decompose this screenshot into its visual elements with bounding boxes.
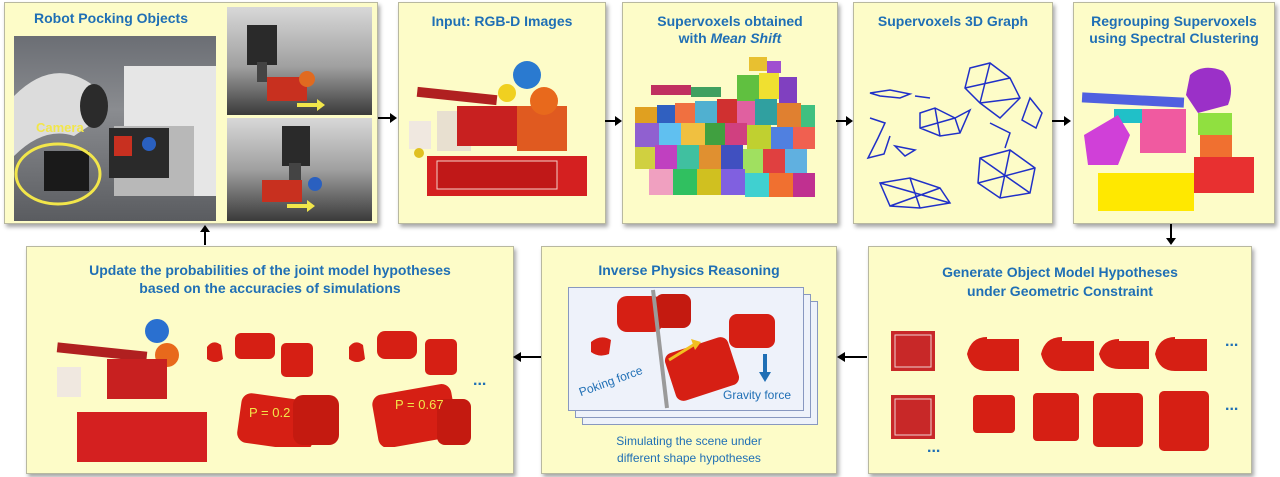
panel-generate-hypotheses: Generate Object Model Hypotheses under G…: [868, 246, 1252, 474]
panel-supervoxels: Supervoxels obtained with Mean Shift: [622, 2, 838, 224]
gravity-force-label: Gravity force: [723, 388, 792, 402]
supervoxel-image: [635, 57, 815, 197]
arrow-right-4: [1052, 116, 1071, 126]
panel-title-line1: Generate Object Model Hypotheses: [942, 264, 1178, 280]
arrow-right-2: [605, 116, 622, 126]
panel-update-probabilities: Update the probabilities of the joint mo…: [26, 246, 514, 474]
ellipsis-row2: ...: [1225, 397, 1239, 414]
arrow-down-5: [1166, 224, 1176, 245]
probability-label-2: P = 0.67: [395, 397, 444, 412]
panel-inverse-physics: Inverse Physics Reasoning Poking force G…: [541, 246, 837, 474]
probability-label-1: P = 0.2: [249, 405, 291, 420]
caption-line2: different shape hypotheses: [617, 451, 761, 465]
title-prefix: with: [678, 30, 711, 46]
panel-regrouping: Regrouping Supervoxels using Spectral Cl…: [1073, 2, 1275, 224]
arrow-right-1: [378, 113, 397, 123]
panel-title-line2: under Geometric Constraint: [967, 283, 1153, 299]
panel-title-line1: Regrouping Supervoxels: [1091, 13, 1257, 29]
panel-title: Inverse Physics Reasoning: [598, 262, 780, 278]
scene-image: [56, 319, 207, 462]
caption-line1: Simulating the scene under: [616, 434, 762, 448]
panel-title: Robot Pocking Objects: [33, 10, 188, 26]
ellipsis-row3: ...: [927, 439, 941, 456]
panel-title-line2: using Spectral Clustering: [1089, 30, 1259, 46]
panel-robot-poking: Robot Pocking Objects Camera: [4, 2, 378, 224]
robot-photo-before: [227, 7, 372, 115]
camera-label: Camera: [36, 120, 84, 135]
robot-photo: Camera: [14, 36, 216, 221]
graph-image: [866, 62, 1043, 209]
robot-photo-after: [227, 118, 372, 221]
panel-title-line1: Update the probabilities of the joint mo…: [89, 262, 451, 278]
panel-title-line2: based on the accuracies of simulations: [139, 280, 401, 296]
panel-title: Supervoxels 3D Graph: [877, 13, 1029, 29]
arrow-left-physics: [513, 352, 541, 362]
hypothesis-sim-1: [207, 333, 339, 447]
sim-card-front: Poking force Gravity force: [568, 287, 804, 411]
arrow-left-generate: [837, 352, 867, 362]
panel-title: Input: RGB-D Images: [431, 13, 573, 29]
panel-title-line1: Supervoxels obtained: [657, 13, 803, 29]
hypotheses-image: [891, 331, 1209, 451]
ellipsis: ...: [473, 372, 487, 389]
panel-3d-graph: Supervoxels 3D Graph: [853, 2, 1053, 224]
hypothesis-sim-2: [349, 331, 471, 447]
arrow-right-3: [836, 116, 853, 126]
ellipsis-row1: ...: [1225, 333, 1239, 350]
panel-input-rgbd: Input: RGB-D Images: [398, 2, 606, 224]
regroup-image: [1081, 67, 1254, 211]
title-italic: Mean Shift: [710, 30, 782, 46]
rgbd-image: [409, 61, 587, 196]
panel-title-line2: with Mean Shift: [623, 30, 837, 47]
arrow-up-1: [200, 225, 210, 245]
